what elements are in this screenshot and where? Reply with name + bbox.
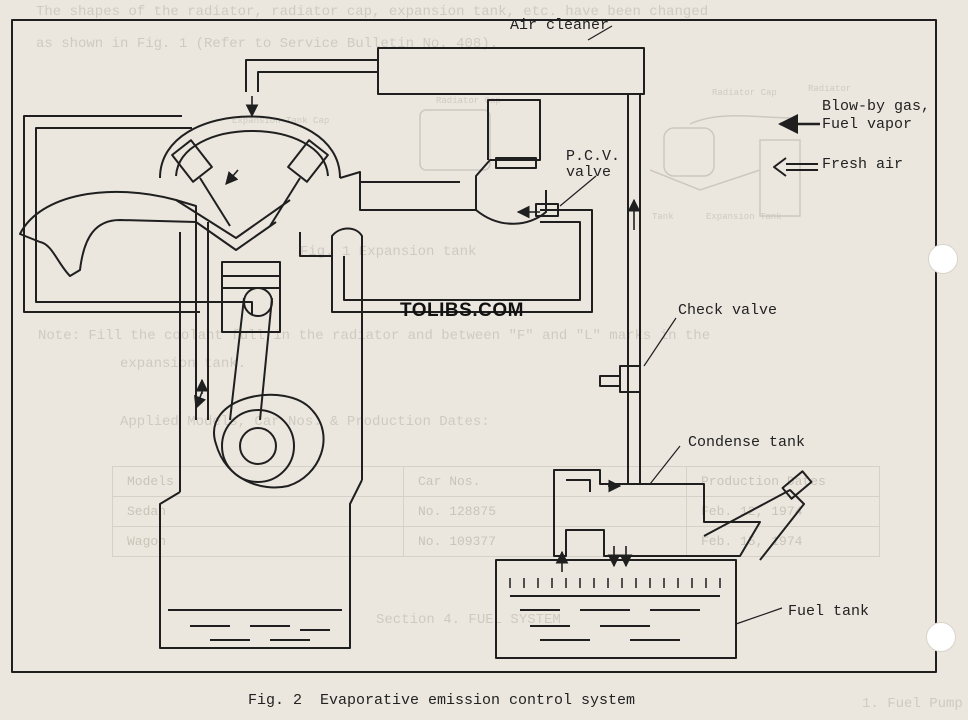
figure-caption: Fig. 2 Evaporative emission control syst… xyxy=(248,692,636,709)
leader-pcv xyxy=(559,175,597,207)
valve-right xyxy=(287,139,329,183)
label-check-valve: Check valve xyxy=(678,302,778,319)
crank-counterweight xyxy=(213,393,325,489)
throttle-body xyxy=(475,190,547,225)
check-valve xyxy=(619,365,641,393)
oil-pan xyxy=(159,479,363,649)
oil-waves xyxy=(190,625,330,641)
condense-tank-inner xyxy=(566,479,591,492)
leader-air-cleaner xyxy=(587,25,613,41)
valve-stem-right xyxy=(269,177,301,227)
bleed-note-1: Note: Fill the coolant full in the radia… xyxy=(38,328,711,344)
leader-condense-tank xyxy=(649,445,681,485)
flow-arrow-head xyxy=(225,169,239,185)
fresh-air-arrow-body xyxy=(786,163,818,171)
air-cleaner-duct-inner xyxy=(257,71,378,92)
fresh-air-arrow-head xyxy=(773,157,787,177)
filler-neck xyxy=(703,489,805,561)
label-condense-tank: Condense tank xyxy=(688,434,806,451)
bleed-expansion-tank: Expansion Tank xyxy=(706,212,782,222)
binder-hole-top xyxy=(928,244,958,274)
binder-hole-bottom xyxy=(926,622,956,652)
figure-frame xyxy=(11,19,937,673)
leader-check-valve xyxy=(643,317,677,367)
watermark: TOLIBS.COM xyxy=(400,300,524,321)
legend-blowby-line1: Blow-by gas, xyxy=(822,98,931,115)
label-fuel-tank: Fuel tank xyxy=(788,603,870,620)
table-cell: No. 128875 xyxy=(403,496,687,527)
cylinder-v-inner xyxy=(195,221,277,251)
valve-stem-left xyxy=(199,177,231,227)
piston-rings xyxy=(222,275,280,289)
label-pcv-line1: P.C.V. xyxy=(566,148,621,165)
valve-left xyxy=(171,139,213,183)
bleed-table: Models Car Nos. Production Dates Sedan N… xyxy=(112,466,880,557)
check-valve-stub xyxy=(599,375,621,387)
cylinder-v xyxy=(175,199,291,239)
bleed-radiator-cap-1: Radiator Cap xyxy=(436,96,501,106)
bleed-section: Section 4. FUEL SYSTEM xyxy=(376,612,561,628)
condense-tank xyxy=(553,469,761,557)
bleed-radiator: Radiator xyxy=(808,84,852,94)
carb-throat xyxy=(495,157,537,169)
bleed-radiator-cap-2: Radiator Cap xyxy=(712,88,777,98)
crank-journal xyxy=(239,427,277,465)
bleed-line-1: The shapes of the radiator, radiator cap… xyxy=(36,4,709,20)
label-air-cleaner: Air cleaner xyxy=(510,17,610,34)
legend-blowby-line2: Fuel vapor xyxy=(822,116,913,133)
connecting-rod xyxy=(229,297,273,421)
bleed-exp-tank-cap: Expansion Tank Cap xyxy=(232,116,330,126)
table-row: Sedan No. 128875 Feb. 12, 1974 xyxy=(112,496,880,527)
bleed-note-2: expansion tank. xyxy=(120,356,247,372)
blowby-loop-inner xyxy=(23,115,200,313)
legend-fresh-air: Fresh air xyxy=(822,156,904,173)
pcv-valve xyxy=(535,203,559,217)
fuel-vapor-marks xyxy=(509,578,721,588)
intake-manifold xyxy=(339,99,541,211)
pcv-line-outer xyxy=(331,209,593,313)
label-pcv-line2: valve xyxy=(566,164,612,181)
engine-head-inner xyxy=(175,130,329,177)
table-cell: No. 109377 xyxy=(403,526,687,557)
filler-cap xyxy=(781,470,813,500)
crankshaft xyxy=(221,409,295,483)
piston xyxy=(221,261,281,333)
air-cleaner-duct-outer xyxy=(245,59,378,92)
block-right-wall xyxy=(299,227,363,480)
pcv-line-inner xyxy=(343,221,581,301)
engine-head xyxy=(159,115,341,179)
bleed-fuel-pump: 1. Fuel Pump xyxy=(862,696,963,712)
intake-horn xyxy=(19,190,197,277)
blowby-loop-outer xyxy=(35,127,253,314)
table-cell: Feb. 15, 1974 xyxy=(686,526,880,557)
fuel-waves xyxy=(520,609,700,641)
bleed-tank: Tank xyxy=(652,212,674,222)
air-cleaner-box xyxy=(377,47,645,95)
bleed-applied: Applied Models, Car Nos. & Production Da… xyxy=(120,414,490,430)
flow-arrow-breather-down xyxy=(194,391,207,410)
leader-fuel-tank xyxy=(735,607,783,625)
